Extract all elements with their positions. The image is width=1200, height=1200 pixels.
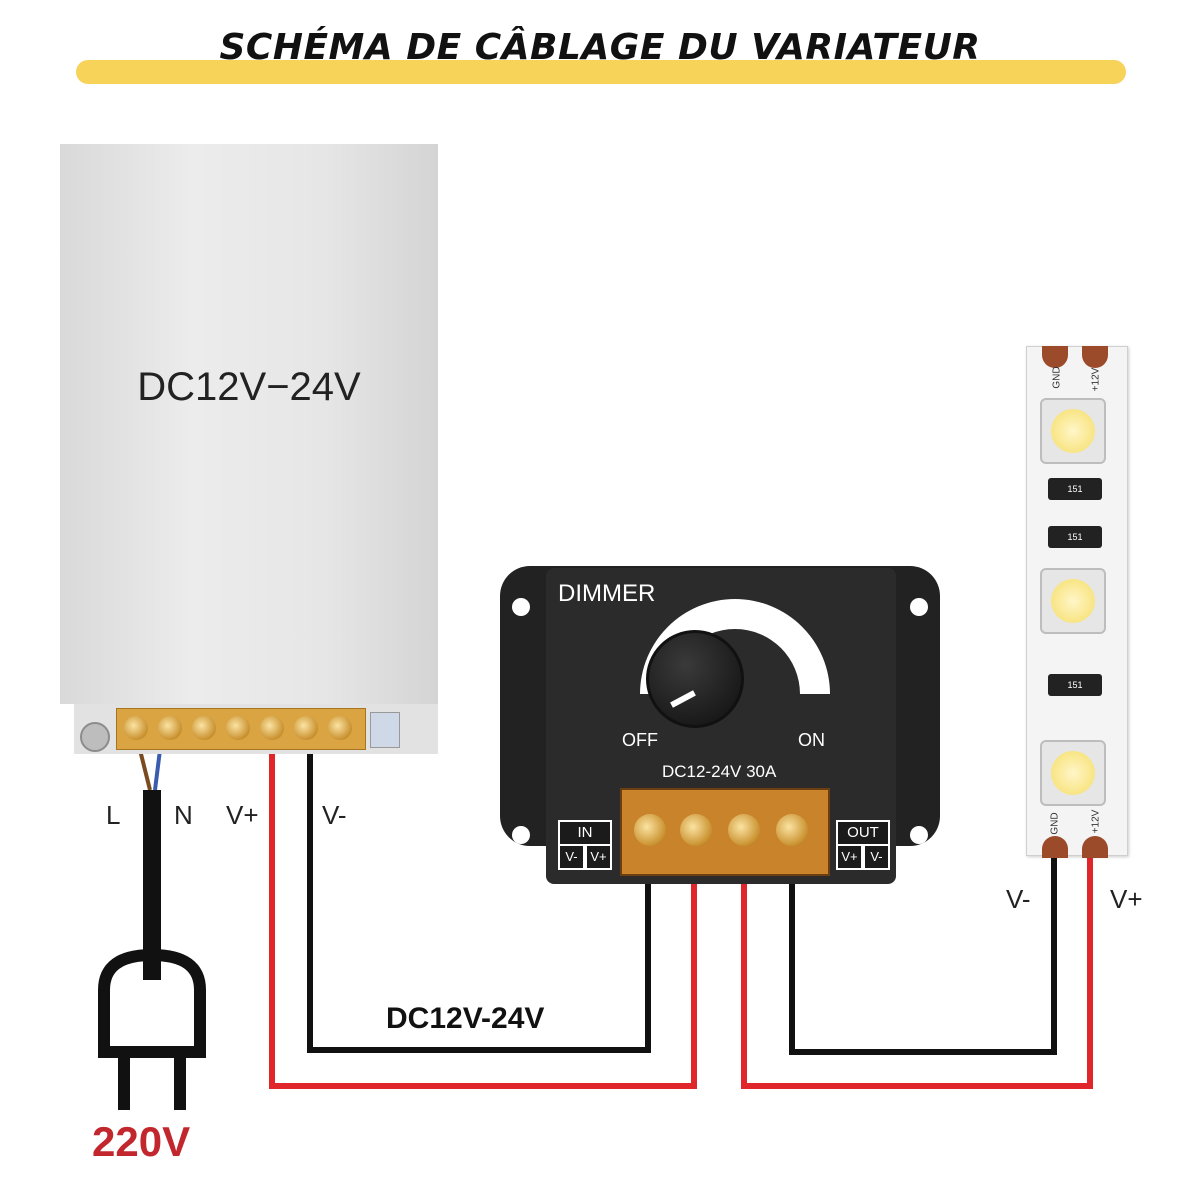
out-v-plus: V+: [836, 844, 863, 870]
mount-hole: [910, 598, 928, 616]
solder-pad: [1042, 836, 1068, 858]
screw-icon: [728, 814, 760, 846]
screw-icon: [260, 716, 284, 740]
label-psu-v-minus: V-: [322, 800, 347, 830]
screw-icon: [680, 814, 712, 846]
label-n: N: [174, 800, 193, 830]
led-light: [1051, 751, 1095, 795]
red-wire-in: [269, 722, 697, 1089]
on-label: ON: [798, 730, 825, 750]
black-wire-in: [307, 722, 651, 1053]
dimmer-knob[interactable]: [646, 630, 744, 728]
strip-12v-bottom: +12V: [1090, 809, 1102, 834]
led-light: [1051, 579, 1095, 623]
plug-icon: [98, 948, 206, 1058]
brown-wire: [138, 749, 152, 791]
dimmer-rating: DC12-24V 30A: [662, 762, 777, 781]
black-wire-out: [789, 846, 1057, 1055]
mount-hole: [512, 826, 530, 844]
mains-cable: [143, 790, 161, 980]
screw-icon: [158, 716, 182, 740]
strip-v-minus: V-: [1006, 884, 1031, 914]
led-chip: [1040, 398, 1106, 464]
power-supply-label: DC12V−24V: [137, 365, 361, 409]
solder-pad: [1042, 346, 1068, 368]
mains-voltage: 220V: [92, 1118, 191, 1165]
led-chip: [1040, 568, 1106, 634]
resistor: 151: [1048, 478, 1102, 500]
in-v-minus: V-: [558, 844, 585, 870]
resistor: 151: [1048, 674, 1102, 696]
mount-hole: [512, 598, 530, 616]
screw-icon: [634, 814, 666, 846]
screw-icon: [776, 814, 808, 846]
mount-hole: [910, 826, 928, 844]
led-chip: [1040, 740, 1106, 806]
screw-icon: [124, 716, 148, 740]
screw-icon: [192, 716, 216, 740]
dial-arc: [640, 599, 830, 694]
label-psu-v-plus: V+: [226, 800, 259, 830]
out-label: OUT: [836, 820, 890, 846]
label-l: L: [106, 800, 121, 830]
solder-pad: [1082, 346, 1108, 368]
dimmer-name: DIMMER: [558, 580, 656, 607]
ground-screw-icon: [80, 722, 110, 752]
led-light: [1051, 409, 1095, 453]
off-label: OFF: [622, 730, 658, 750]
page-title: SCHÉMA DE CÂBLAGE DU VARIATEUR: [219, 27, 981, 68]
wire-voltage-label: DC12V-24V: [386, 1002, 545, 1035]
power-supply: [60, 144, 438, 704]
strip-gnd-bottom: GND: [1049, 812, 1061, 835]
title-banner: [76, 60, 1126, 84]
screw-icon: [328, 716, 352, 740]
resistor: 151: [1048, 526, 1102, 548]
screw-icon: [226, 716, 250, 740]
in-v-plus: V+: [585, 844, 612, 870]
screw-icon: [294, 716, 318, 740]
blue-wire: [153, 749, 162, 791]
strip-gnd-top: GND: [1051, 366, 1063, 389]
strip-v-plus: V+: [1110, 884, 1143, 914]
solder-pad: [1082, 836, 1108, 858]
adjust-pot-icon: [370, 712, 400, 748]
red-wire-out: [741, 846, 1093, 1089]
out-v-minus: V-: [863, 844, 890, 870]
strip-12v-top: +12V: [1090, 367, 1102, 392]
psu-terminal-block: [116, 708, 366, 750]
in-label: IN: [558, 820, 612, 846]
